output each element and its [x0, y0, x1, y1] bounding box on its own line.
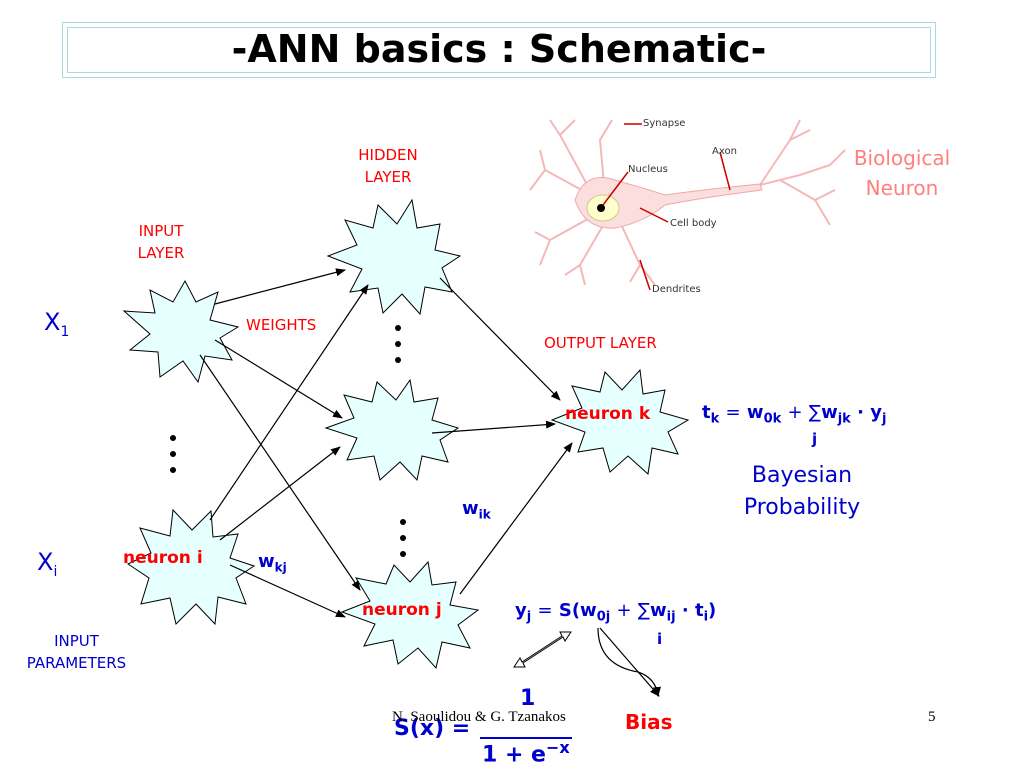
- neuron-k-label: neuron k: [565, 404, 651, 424]
- arrow-hidden-mid-k: [431, 420, 556, 434]
- bio-label-cell-body: Cell body: [670, 218, 717, 229]
- tk-w: w: [821, 402, 838, 423]
- bio-caption-line-1: Biological: [853, 146, 951, 170]
- bio-label-axon: Axon: [712, 146, 737, 157]
- yj-w0-sub: 0j: [596, 609, 611, 625]
- arrow-xi-hidden-j: [229, 564, 346, 618]
- bio-label-synapse: Synapse: [643, 118, 686, 129]
- input-params-line-1: INPUT: [54, 632, 99, 650]
- bayes-line-1: Bayesian: [751, 463, 853, 488]
- wik-base: w: [462, 498, 479, 519]
- biological-neuron-caption: Biological Neuron: [842, 143, 962, 203]
- tk-y-sub: j: [881, 411, 887, 427]
- tk-w0: w: [746, 402, 764, 423]
- tk-y: y: [870, 402, 882, 423]
- arrow-xi-hidden-top: [209, 284, 369, 521]
- slide-title: -ANN basics : Schematic-: [231, 27, 767, 71]
- arrow-x1-hidden-top: [214, 268, 346, 305]
- input-xi-label: Xi: [37, 548, 57, 580]
- input-layer-label: INPUT LAYER: [106, 220, 216, 264]
- ellipsis-dots: [170, 325, 406, 557]
- tk-w0-sub: 0k: [763, 411, 782, 427]
- bias-curve: [597, 627, 661, 697]
- tk-lhs-sub: k: [710, 411, 720, 427]
- double-arrow: [513, 631, 572, 668]
- tk-w-sub: jk: [837, 411, 851, 427]
- bias-arrow: [599, 627, 660, 697]
- xi-base: X: [37, 548, 54, 576]
- input-neuron-1-star: [122, 279, 240, 384]
- input-layer-line-1: INPUT: [138, 222, 184, 240]
- biological-neuron-illustration: [529, 119, 846, 291]
- tk-sum: ∑: [808, 402, 822, 423]
- formula-tk-sum-index: j: [812, 430, 818, 448]
- sigmoid-exponent: −x: [545, 738, 570, 757]
- output-layer-label: OUTPUT LAYER: [544, 334, 657, 352]
- x1-sub: 1: [60, 323, 70, 340]
- footer-authors: N. Saoulidou & G. Tzanakos: [392, 709, 566, 725]
- yj-t-sub: i: [703, 609, 709, 625]
- formula-tk: tk = w0k + ∑wjk · yj: [702, 402, 886, 427]
- hidden-layer-label: HIDDEN LAYER: [333, 144, 443, 188]
- yj-s: S(w: [558, 600, 597, 621]
- neuron-i-label: neuron i: [123, 548, 203, 568]
- yj-close: ): [708, 600, 717, 621]
- weight-wkj-label: wkj: [258, 551, 287, 575]
- hidden-layer-line-1: HIDDEN: [358, 146, 418, 164]
- output-neuron-k-star: [550, 368, 690, 475]
- bio-caption-line-2: Neuron: [865, 176, 939, 200]
- yj-eq: =: [537, 600, 553, 621]
- hidden-neuron-j-star: [340, 560, 480, 670]
- yj-lhs: y: [515, 600, 527, 621]
- bio-label-nucleus: Nucleus: [628, 164, 668, 175]
- formula-yj-sum-index: i: [657, 630, 663, 648]
- input-params-line-2: PARAMETERS: [26, 654, 127, 672]
- wik-sub: ik: [478, 507, 491, 522]
- sigmoid-denominator-base: 1 + e: [482, 742, 546, 768]
- wkj-base: w: [258, 551, 275, 572]
- arrow-x1-hidden-j: [199, 354, 361, 591]
- input-parameters-caption: INPUT PARAMETERS: [4, 630, 149, 674]
- neuron-j-label: neuron j: [362, 600, 442, 620]
- bias-label: Bias: [625, 710, 673, 734]
- hidden-neuron-top-star: [326, 198, 462, 316]
- yj-lhs-sub: j: [526, 609, 532, 625]
- tk-dot: ·: [857, 402, 864, 423]
- xi-sub: i: [53, 563, 58, 580]
- weights-label: WEIGHTS: [246, 316, 317, 334]
- tk-lhs: t: [702, 402, 711, 423]
- page-number: 5: [928, 709, 936, 725]
- yj-w-sub: ij: [666, 609, 676, 625]
- tk-plus: +: [787, 402, 803, 423]
- yj-w: w: [650, 600, 667, 621]
- weight-wik-label: wik: [462, 498, 491, 522]
- yj-sum: ∑: [637, 600, 650, 621]
- sigmoid-lhs: S(x) =: [394, 716, 471, 741]
- arrow-hidden-top-k: [439, 277, 561, 401]
- sigmoid-denominator: 1 + e−x: [482, 738, 570, 767]
- title-inner-frame: [67, 27, 931, 73]
- sigmoid-numerator: 1: [520, 686, 536, 711]
- title-frame: -ANN basics : Schematic-: [62, 22, 936, 78]
- bayes-line-2: Probability: [743, 495, 861, 520]
- yj-plus: +: [616, 600, 632, 621]
- arrow-xi-hidden-mid: [219, 446, 341, 541]
- yj-t: t: [694, 600, 704, 621]
- input-layer-line-2: LAYER: [137, 244, 185, 262]
- wkj-sub: kj: [274, 560, 287, 575]
- connections: [199, 268, 660, 697]
- x1-base: X: [44, 308, 61, 336]
- hidden-layer-line-2: LAYER: [364, 168, 412, 186]
- bayesian-probability-caption: Bayesian Probability: [712, 460, 892, 524]
- bio-label-dendrites: Dendrites: [652, 284, 701, 295]
- arrow-hidden-j-k: [459, 442, 573, 595]
- formula-yj: yj = S(w0j + ∑wij · ti): [515, 600, 716, 625]
- tk-eq: =: [725, 402, 741, 423]
- neuron-nodes: [122, 198, 690, 670]
- arrow-x1-hidden-mid: [214, 339, 343, 419]
- yj-dot: ·: [681, 600, 689, 621]
- input-x1-label: X1: [44, 308, 69, 340]
- hidden-neuron-mid-star: [324, 378, 460, 482]
